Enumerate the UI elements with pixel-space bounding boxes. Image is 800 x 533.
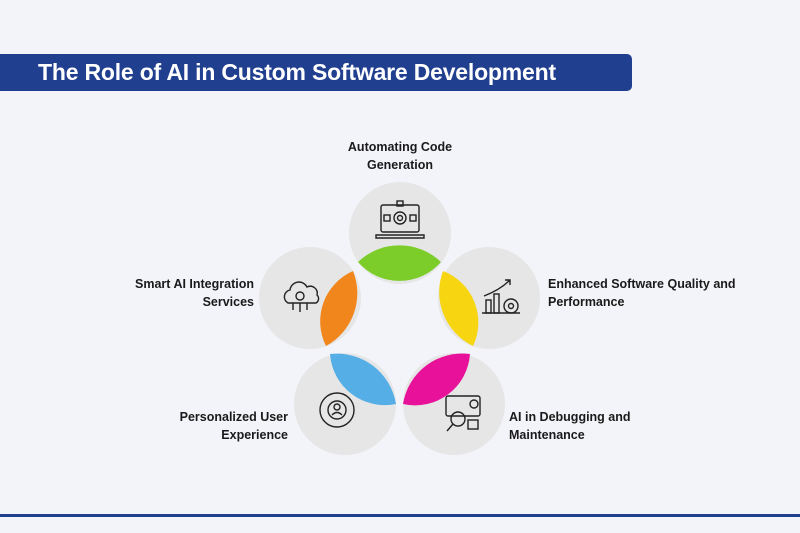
label-line: Performance: [548, 295, 625, 309]
magnifier-gear-icon: [445, 395, 481, 432]
label-line: Generation: [367, 158, 433, 172]
lens-orange: [320, 271, 358, 346]
bottom-divider: [0, 514, 800, 517]
page-title: The Role of AI in Custom Software Develo…: [38, 59, 556, 85]
label-line: Automating Code: [347, 140, 453, 154]
lens-magenta: [403, 353, 470, 406]
label-line: Maintenance: [509, 428, 585, 442]
lens-yellow: [439, 271, 479, 346]
lens-green: [358, 245, 441, 281]
title-banner: The Role of AI in Custom Software Develo…: [0, 54, 632, 91]
lens-blue: [330, 353, 396, 406]
label-line: AI in Debugging and: [509, 410, 631, 424]
label-line: Smart AI Integration: [135, 277, 254, 291]
label-line: Experience: [221, 428, 288, 442]
label-line: Services: [202, 295, 254, 309]
label-line: Personalized User: [179, 410, 288, 424]
label-line: Enhanced Software Quality and: [548, 277, 736, 291]
chart-gear-icon: [482, 279, 520, 314]
user-gear-cycle-icon: [319, 392, 355, 428]
cloud-gear-icon: [283, 281, 320, 312]
laptop-gear-icon: [375, 200, 425, 239]
